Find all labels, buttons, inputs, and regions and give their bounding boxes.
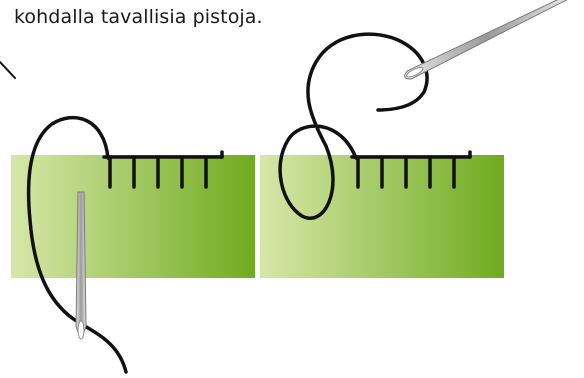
stitch-row-right (350, 150, 472, 189)
needle-right-icon (404, 0, 571, 80)
stitch-row-left (102, 150, 224, 189)
needle-left-icon (75, 191, 87, 340)
right-stitch-step (260, 0, 571, 278)
left-stitch-step (11, 115, 255, 374)
caption-text: kohdalla tavallisia pistoja. (14, 6, 263, 28)
thread-loop-left (26, 115, 128, 374)
thread-loop-right (278, 32, 429, 220)
stray-thread-left (0, 61, 16, 79)
